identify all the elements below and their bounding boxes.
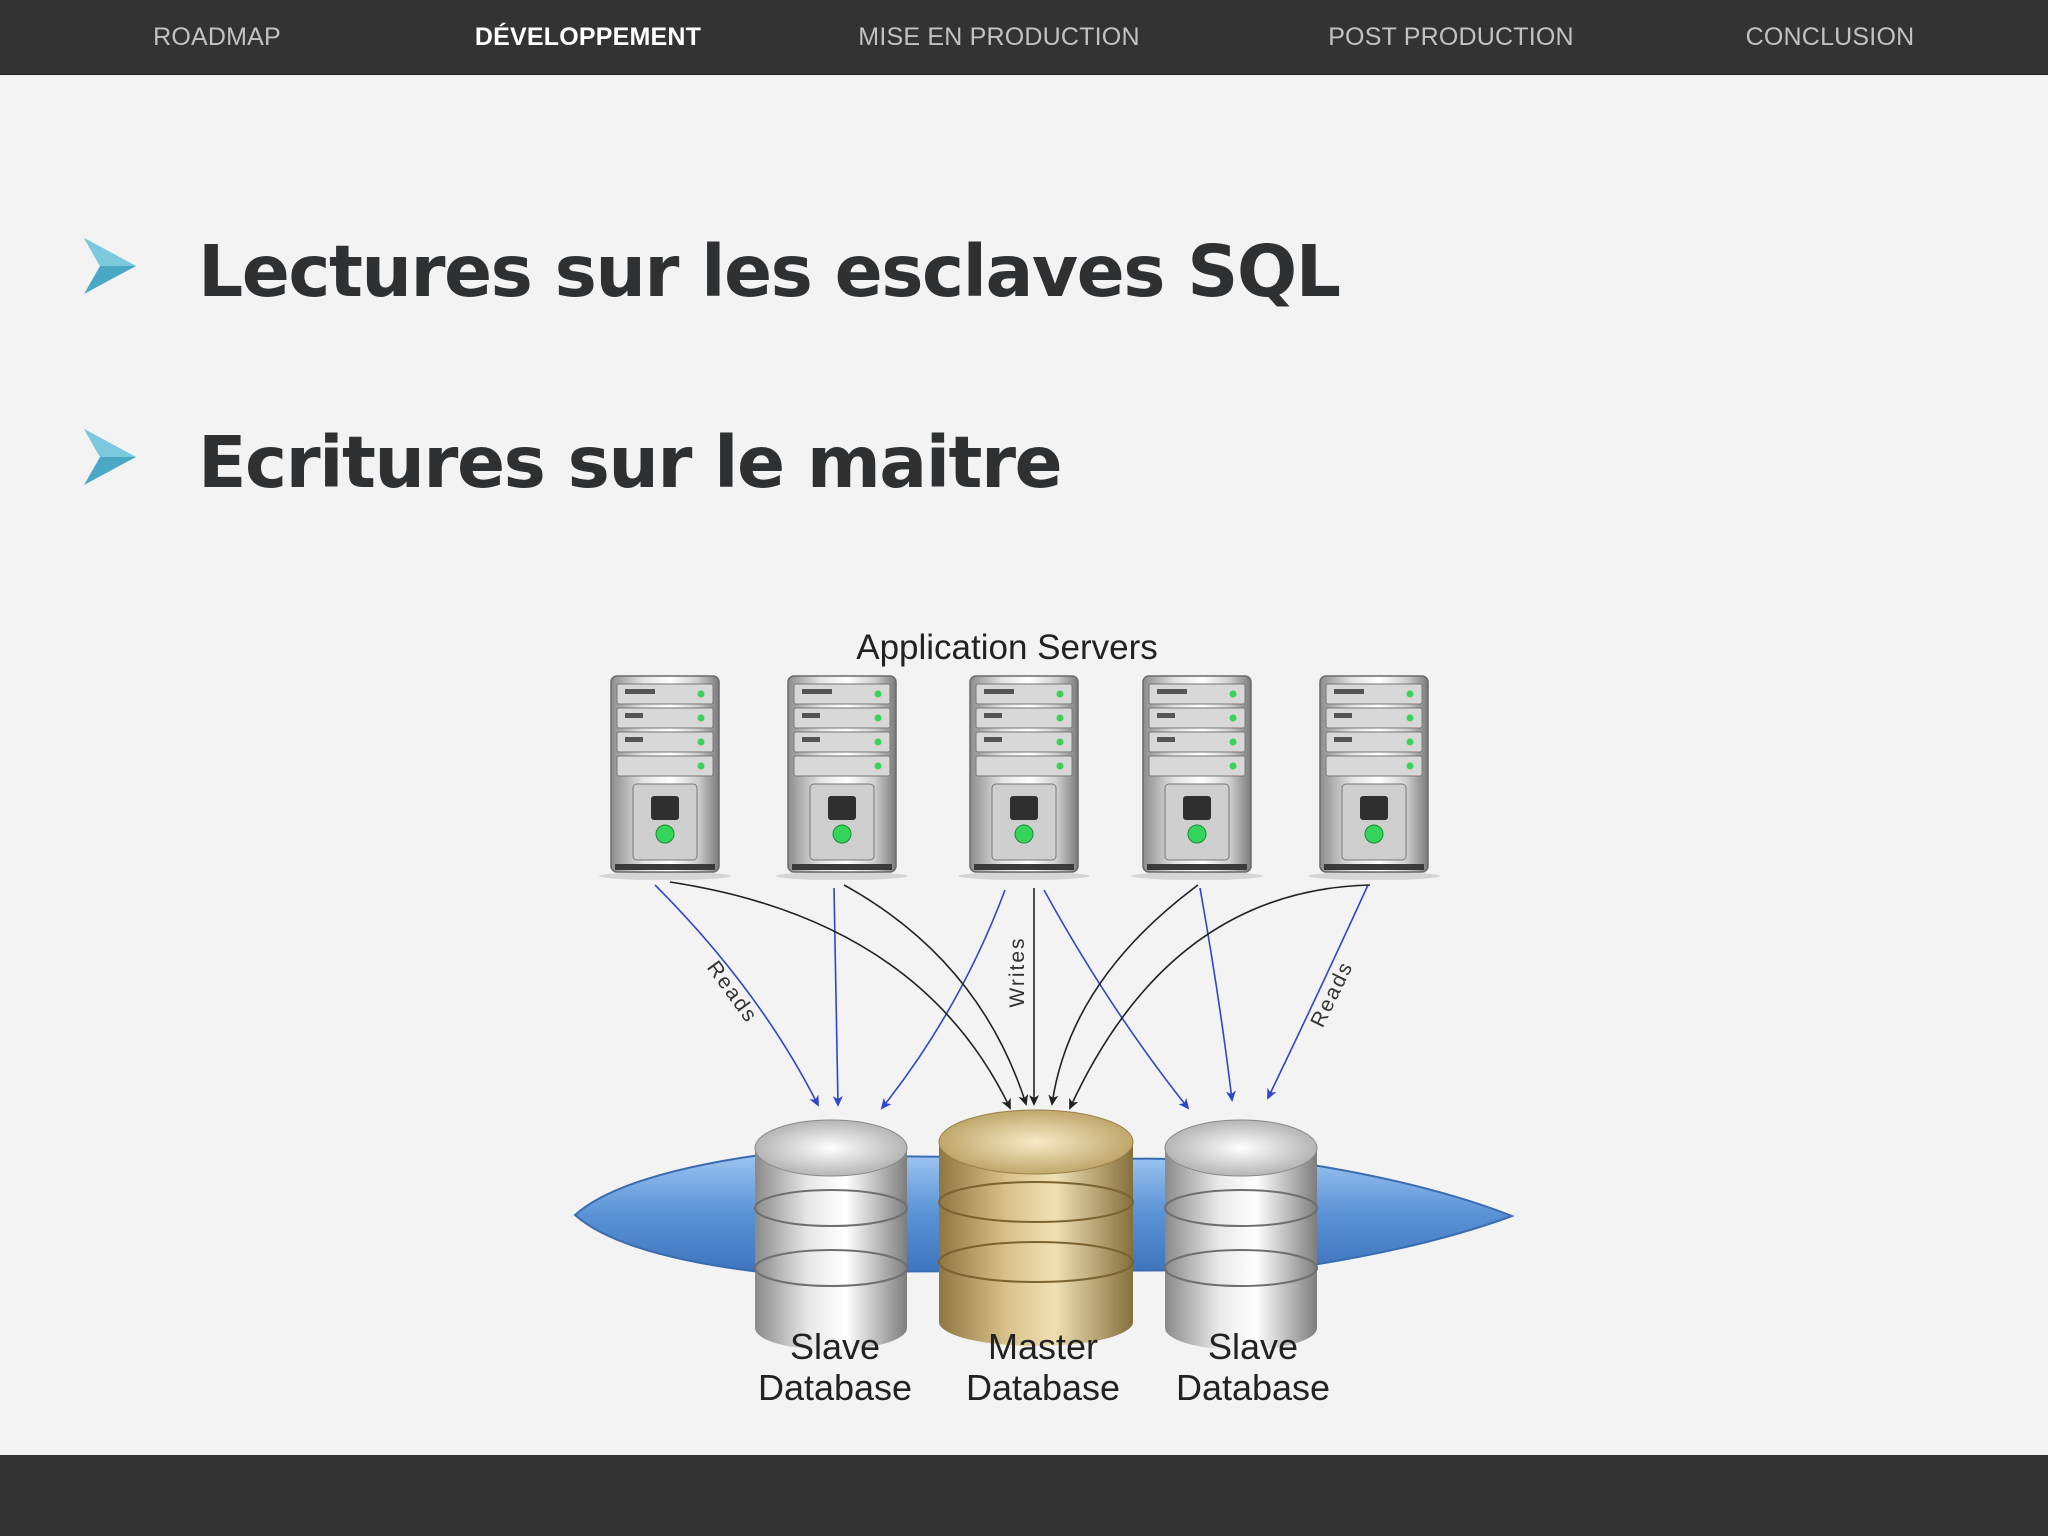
writes-arrows [669, 881, 1371, 1110]
nav-item-post-production[interactable]: POST PRODUCTION [1328, 23, 1574, 51]
app-server-icon [957, 675, 1091, 881]
nav-item-roadmap[interactable]: ROADMAP [153, 23, 281, 51]
app-server-icon [775, 675, 909, 881]
arrow-bullet-icon [84, 238, 136, 294]
db-label-line: Slave [1207, 1326, 1299, 1367]
app-server-icon [1130, 675, 1264, 881]
db-label-line: Database [965, 1367, 1121, 1409]
reads-arrows [654, 884, 1369, 1110]
bullet-reads-on-slaves: Lectures sur les esclaves SQL [198, 230, 1341, 313]
db-label-line: Database [1175, 1367, 1331, 1409]
nav-item-developpement[interactable]: DÉVELOPPEMENT [474, 23, 702, 51]
db-label-line: Master [987, 1326, 1099, 1367]
slave-database-icon [754, 1119, 908, 1350]
slave-database-left-label: Slave Database [758, 1326, 912, 1409]
slave-database-icon [1164, 1119, 1318, 1350]
writes-label: Writes [1006, 936, 1029, 1007]
app-server-icon [1307, 675, 1441, 881]
bullet-writes-on-master: Ecritures sur le maitre [198, 421, 1063, 504]
application-servers-title: Application Servers [856, 628, 1158, 667]
db-label-line: Database [757, 1367, 913, 1409]
slave-database-right-label: Slave Database [1176, 1326, 1330, 1409]
nav-item-mise-en-production[interactable]: MISE EN PRODUCTION [858, 23, 1140, 51]
top-navigation: ROADMAP DÉVELOPPEMENT MISE EN PRODUCTION… [0, 0, 2048, 75]
nav-item-conclusion[interactable]: CONCLUSION [1745, 23, 1915, 51]
app-server-icon [598, 675, 732, 881]
reads-right-label: Reads [1306, 957, 1358, 1031]
bottom-bar [0, 1455, 2048, 1536]
arrow-bullet-icon [84, 429, 136, 485]
master-database-icon [938, 1109, 1134, 1346]
master-database-label: Master Database [966, 1326, 1120, 1409]
db-label-line: Slave [789, 1326, 881, 1367]
reads-left-label: Reads [702, 957, 762, 1028]
